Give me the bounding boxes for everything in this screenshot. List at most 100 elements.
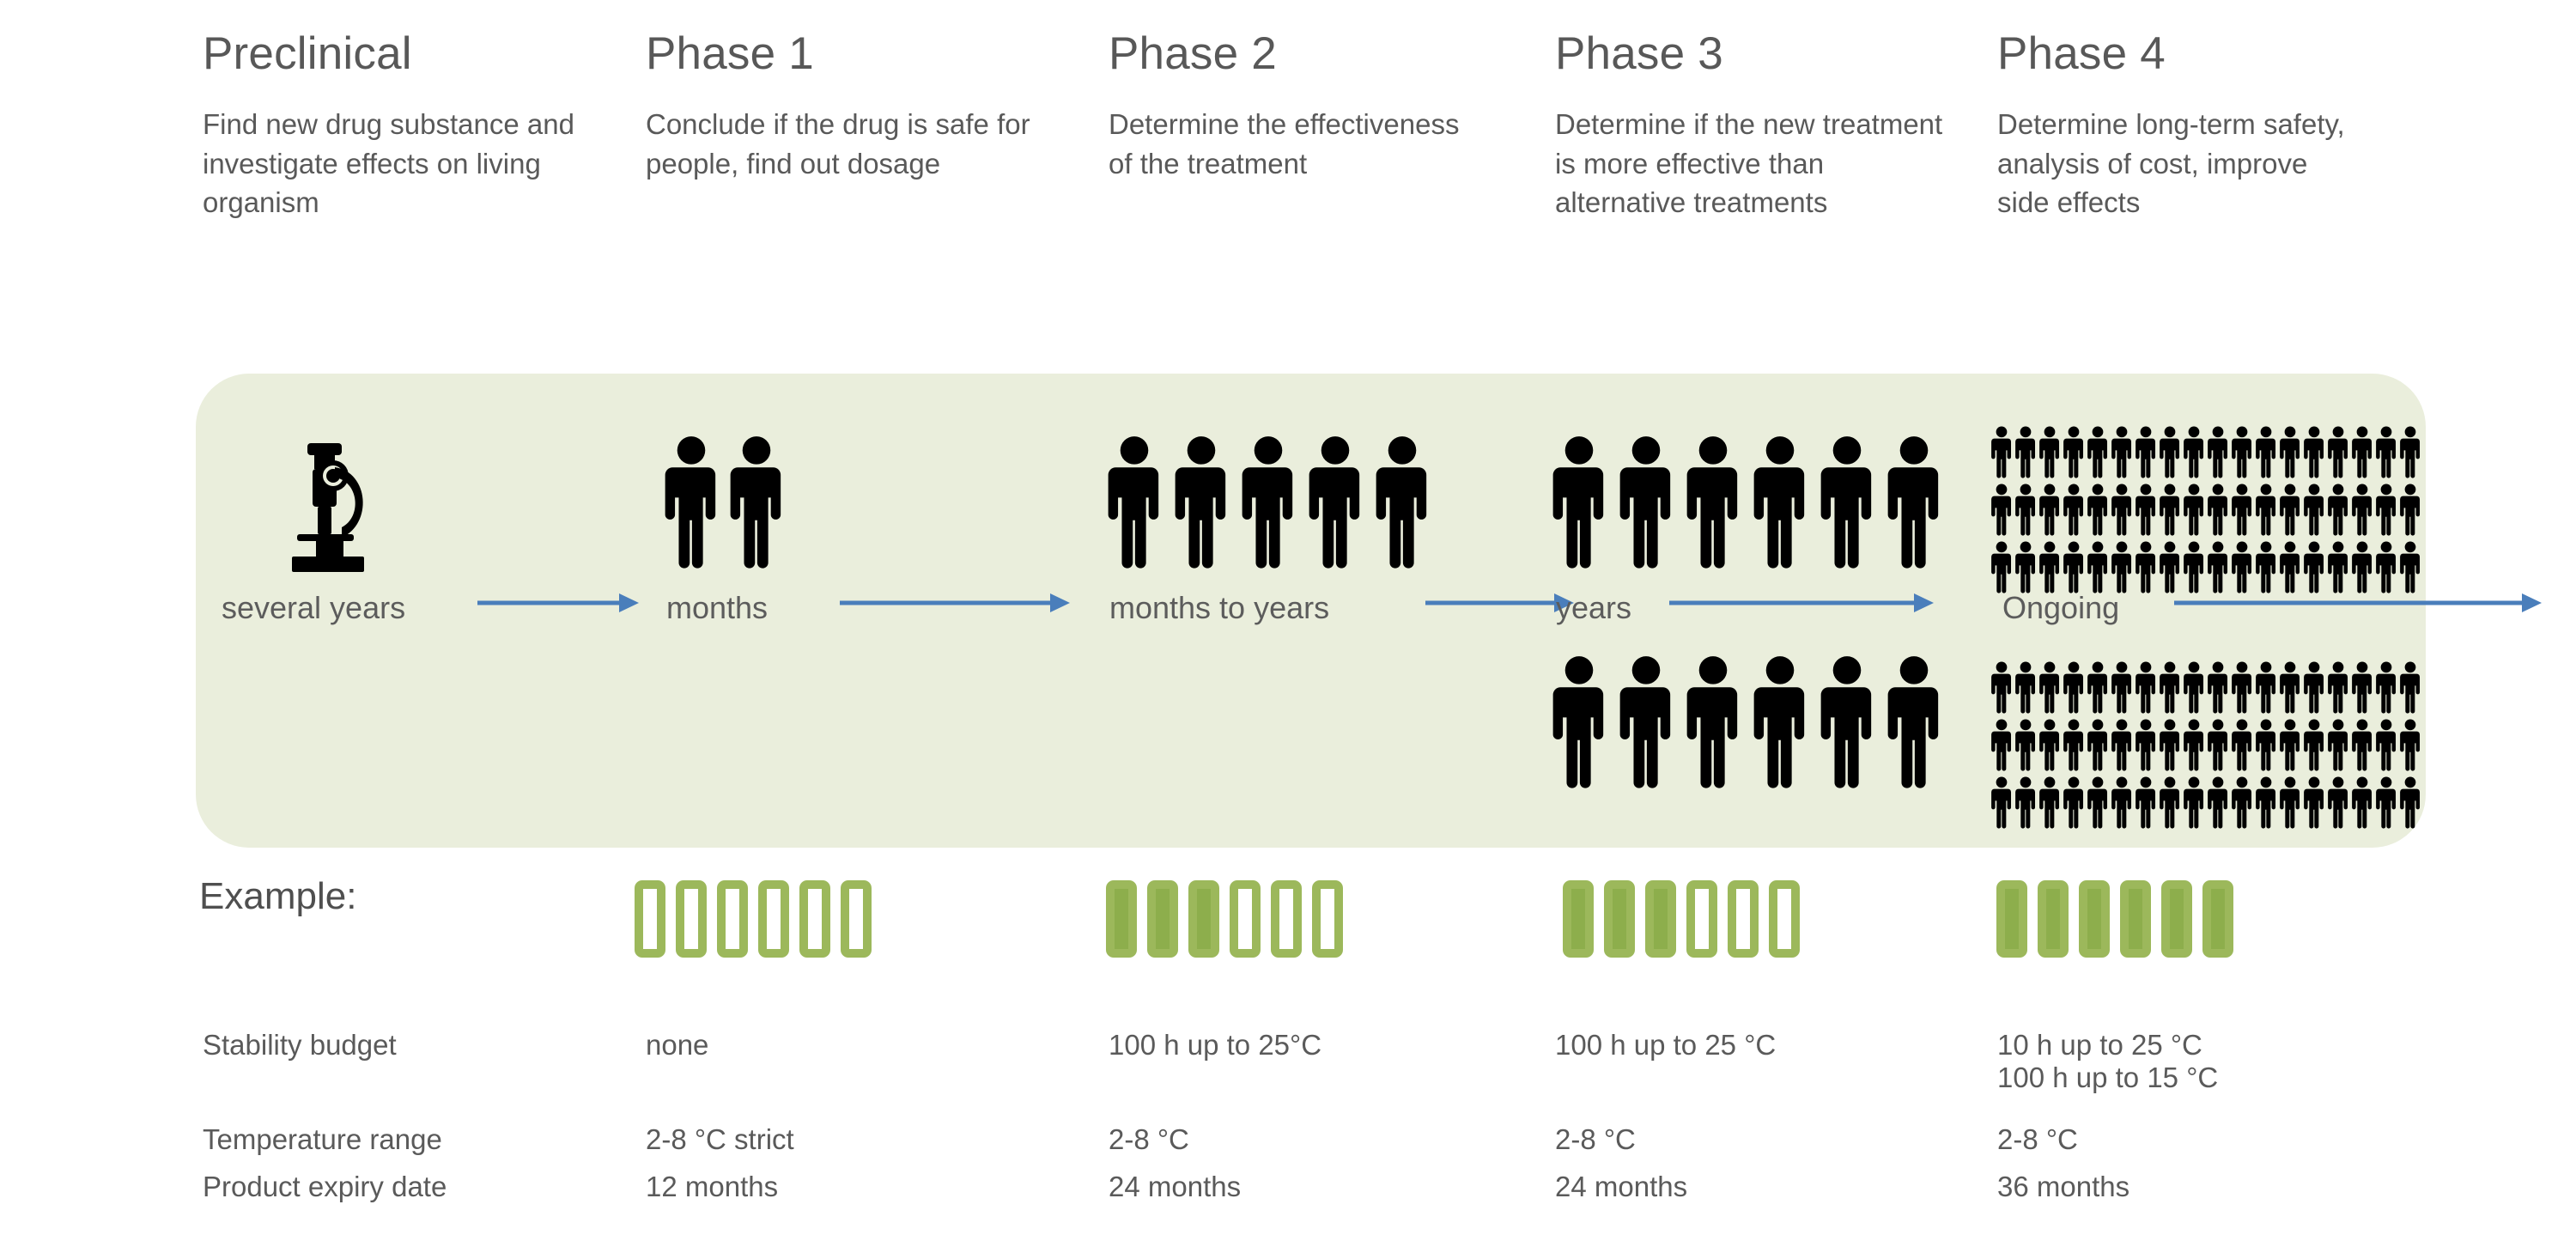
person-icon [2255, 426, 2277, 479]
person-icon [2087, 541, 2109, 594]
phase-description: Determine long-term safety, analysis of … [1997, 108, 2345, 219]
person-icon [2375, 484, 2397, 537]
person-icon [2135, 484, 2157, 537]
phase-title: Phase 4 [1997, 28, 2166, 79]
person-icon [1820, 656, 1872, 788]
person-icon [2375, 541, 2397, 594]
person-icon [1990, 426, 2013, 479]
person-icon [2038, 426, 2061, 479]
stability-bar-empty [1271, 880, 1302, 958]
person-icon [2327, 541, 2349, 594]
person-icon [2327, 776, 2349, 830]
phase-description: Find new drug substance and investigate … [203, 108, 574, 219]
person-icon [2183, 719, 2205, 772]
duration-label-phase-3: years [1556, 590, 1632, 625]
person-icon [2351, 426, 2373, 479]
person-icon [730, 436, 781, 569]
person-icon [2087, 719, 2109, 772]
duration-label-phase-1: months [666, 590, 769, 625]
person-icon [1552, 436, 1604, 569]
person-icon [2375, 426, 2397, 479]
phase-title: Preclinical [203, 28, 412, 79]
person-icon [2014, 776, 2037, 830]
row-label-product-expiry: Product expiry date [203, 1171, 447, 1202]
person-icon [2399, 719, 2421, 772]
person-icon [1619, 656, 1671, 788]
column-header-phase-3: Phase 3 Determine if the new treatment i… [1555, 31, 1959, 222]
person-icon [2063, 719, 2085, 772]
person-icon [1619, 436, 1671, 569]
person-icon [2255, 719, 2277, 772]
people-grid-phase-4-bottom [1990, 661, 2421, 834]
stability-bar-empty [1769, 880, 1800, 958]
stability-bar-empty [717, 880, 748, 958]
stability-bars-phase-1 [635, 880, 872, 958]
person-icon [2351, 719, 2373, 772]
stability-bar-empty [1312, 880, 1343, 958]
person-icon [1990, 484, 2013, 537]
person-icon [2014, 661, 2037, 715]
person-icon [1686, 656, 1738, 788]
person-icon [2375, 661, 2397, 715]
stability-bar-empty [799, 880, 830, 958]
temperature-range-phase-4: 2-8 °C [1997, 1123, 2078, 1155]
person-icon [2159, 484, 2181, 537]
temperature-range-phase-2: 2-8 °C [1109, 1123, 1189, 1155]
person-icon [2351, 661, 2373, 715]
people-row [1990, 776, 2421, 830]
person-icon [2159, 541, 2181, 594]
person-icon [2327, 661, 2349, 715]
phase-title: Phase 3 [1555, 28, 1723, 79]
person-icon [2135, 541, 2157, 594]
person-icon [2063, 661, 2085, 715]
person-icon [2207, 776, 2229, 830]
person-icon [2159, 426, 2181, 479]
person-icon [1820, 436, 1872, 569]
person-icon [2207, 484, 2229, 537]
arrow-phase4-ongoing [2174, 587, 2543, 623]
person-icon [2351, 541, 2373, 594]
arrow-preclinical-to-phase1 [477, 587, 641, 623]
person-icon [2279, 719, 2301, 772]
people-group-phase-1 [663, 435, 785, 572]
person-icon [2183, 776, 2205, 830]
stability-bars-phase-2 [1106, 880, 1343, 958]
stability-bar-empty [676, 880, 707, 958]
row-label-stability-budget: Stability budget [203, 1029, 397, 1061]
person-icon [2303, 426, 2325, 479]
person-icon [2207, 719, 2229, 772]
column-header-preclinical: Preclinical Find new drug substance and … [203, 31, 606, 222]
person-icon [2063, 484, 2085, 537]
person-icon [2159, 661, 2181, 715]
stability-bar-empty [1230, 880, 1261, 958]
people-group-phase-2 [1106, 435, 1431, 572]
column-header-phase-4: Phase 4 Determine long-term safety, anal… [1997, 31, 2366, 222]
person-icon [2014, 541, 2037, 594]
person-icon [2327, 484, 2349, 537]
stability-bar-filled [2202, 880, 2233, 958]
person-icon [1887, 656, 1939, 788]
person-icon [2279, 484, 2301, 537]
person-icon [2207, 661, 2229, 715]
person-icon [2111, 541, 2133, 594]
person-icon [2255, 661, 2277, 715]
person-icon [1990, 661, 2013, 715]
stability-bar-filled [1604, 880, 1635, 958]
duration-label-phase-4: Ongoing [2002, 590, 2120, 625]
person-icon [2038, 661, 2061, 715]
people-group-phase-3-bottom [1551, 654, 1942, 792]
stability-bar-filled [2161, 880, 2192, 958]
stability-budget-phase-3: 100 h up to 25 °C [1555, 1029, 1777, 1061]
person-icon [2279, 426, 2301, 479]
stability-bar-filled [2079, 880, 2110, 958]
person-icon [2399, 541, 2421, 594]
arrow-phase1-to-phase2 [840, 587, 1072, 623]
person-icon [2038, 719, 2061, 772]
product-expiry-phase-2: 24 months [1109, 1171, 1242, 1202]
person-icon [1108, 436, 1159, 569]
people-row [1990, 426, 2421, 479]
phase-description: Conclude if the drug is safe for people,… [646, 108, 1030, 179]
phase-description: Determine if the new treatment is more e… [1555, 108, 1943, 219]
person-icon [1990, 541, 2013, 594]
